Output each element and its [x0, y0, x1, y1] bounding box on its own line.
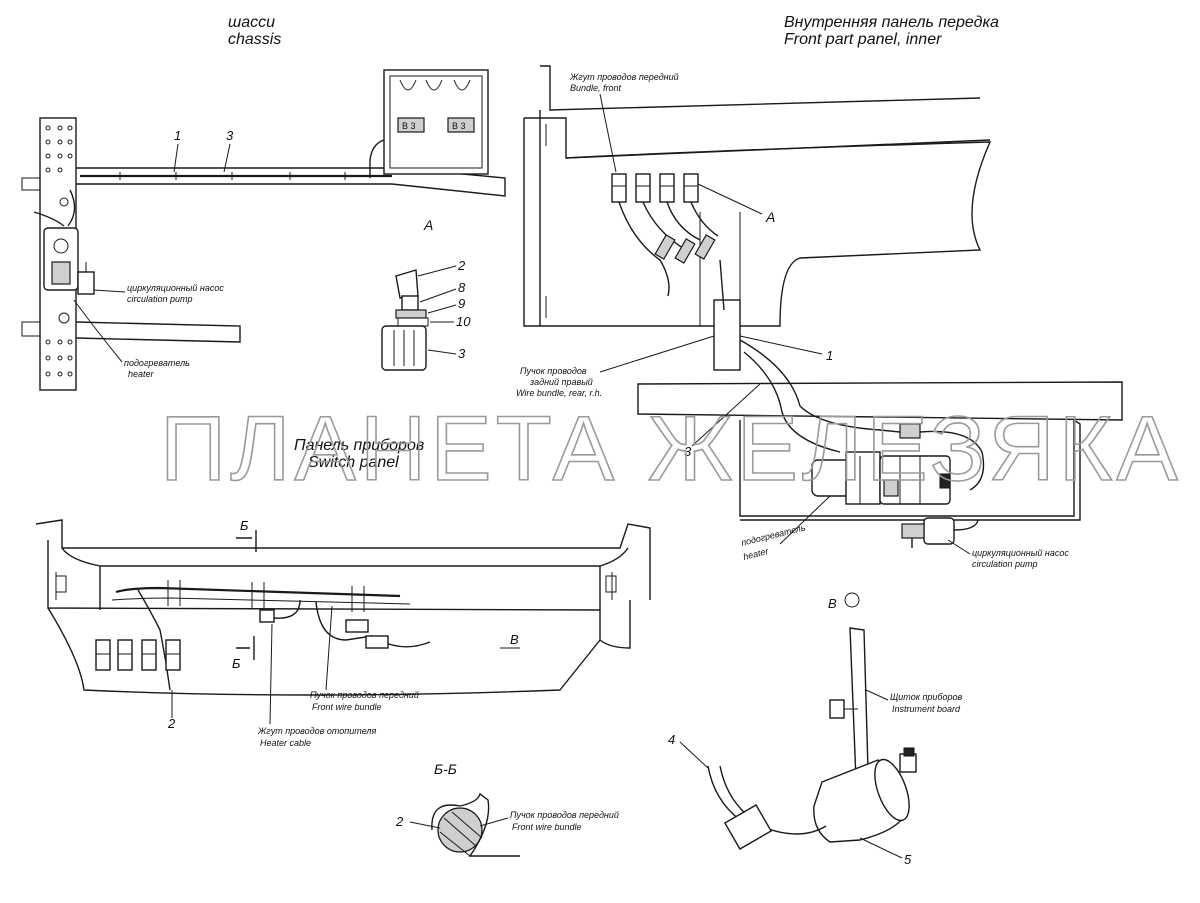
label-pump-left-ru: циркуляционный насос: [127, 283, 224, 293]
callout-9-a: 9: [458, 296, 465, 311]
callout-1-chassis: 1: [174, 128, 181, 143]
label-bundle-front-en: Bundle, front: [570, 83, 622, 93]
section-mark-b-top: Б: [240, 518, 249, 533]
chassis-title-en: chassis: [228, 31, 281, 48]
label-heater-right-en: heater: [742, 546, 770, 562]
front-panel-title-ru: Внутренняя панель передка: [784, 14, 999, 31]
view-v-title: В: [828, 596, 837, 611]
callout-10-a: 10: [456, 314, 471, 329]
label-front-wire-bundle-2-ru: Пучок проводов передний: [510, 810, 619, 820]
label-instrument-board-en: Instrument board: [892, 704, 961, 714]
label-heater-left-ru: подогреватель: [124, 358, 190, 368]
svg-text:B 3: B 3: [402, 121, 416, 131]
callout-2-switch: 2: [167, 716, 176, 731]
label-front-wire-bundle-ru: Пучок проводов передний: [310, 690, 419, 700]
callout-5: 5: [904, 852, 912, 867]
label-bundle-rear-ru2: задний правый: [529, 377, 593, 387]
callout-4: 4: [668, 732, 675, 747]
label-heater-right-ru: подогреватель: [740, 522, 807, 548]
label-front-wire-bundle-2-en: Front wire bundle: [512, 822, 582, 832]
view-a-left: A: [423, 217, 433, 233]
switch-connectors: [95, 639, 181, 671]
callout-3-chassis: 3: [226, 128, 234, 143]
view-a-right: A: [765, 209, 775, 225]
switch-panel-section: Панель приборов Switch panel Б Б: [35, 437, 651, 748]
pump-right: [901, 517, 979, 548]
label-bundle-rear-en: Wire bundle, rear, r.h.: [516, 388, 602, 398]
section-mark-b-bottom: Б: [232, 656, 241, 671]
label-bundle-front-ru: Жгут проводов передний: [569, 72, 679, 82]
heater-right: [811, 451, 951, 505]
instrument-gauge: [813, 747, 917, 843]
watermark: ПЛАНЕТА ЖЕЛЕЗЯКА: [160, 398, 1182, 500]
svg-text:B 3: B 3: [452, 121, 466, 131]
label-heater-left-en: heater: [128, 369, 155, 379]
chassis-title-ru: шасси: [228, 14, 275, 31]
label-pump-right-ru: циркуляционный насос: [972, 548, 1069, 558]
label-heater-cable-ru: Жгут проводов отопителя: [257, 726, 376, 736]
view-v-arrow: В: [510, 632, 519, 647]
front-panel-title-en: Front part panel, inner: [784, 31, 942, 48]
callout-3-a: 3: [458, 346, 466, 361]
callout-1-right: 1: [826, 348, 833, 363]
view-v-section: В 4 5 Щиток приборов Instrument board: [668, 592, 963, 867]
section-bb-title: Б-Б: [434, 761, 457, 777]
label-heater-cable-en: Heater cable: [260, 738, 311, 748]
label-bundle-rear-ru1: Пучок проводов: [520, 366, 587, 376]
section-bb: Б-Б 2 Пучок проводов передний Front wire…: [395, 761, 619, 857]
chassis-box: B 3 B 3: [383, 69, 489, 175]
callout-2-a: 2: [457, 258, 466, 273]
chassis-section: шасси chassis: [21, 14, 506, 391]
label-pump-right-en: circulation pump: [972, 559, 1038, 569]
callout-3-right: 3: [684, 444, 692, 459]
callout-2-bb: 2: [395, 814, 404, 829]
switch-panel-title-en: Switch panel: [308, 454, 399, 471]
chassis-pump: [43, 227, 95, 295]
label-front-wire-bundle-en: Front wire bundle: [312, 702, 382, 712]
detail-a: 2 8 9 10 3: [381, 258, 471, 371]
callout-8-a: 8: [458, 280, 466, 295]
label-pump-left-en: circulation pump: [127, 294, 193, 304]
front-panel-section: Внутренняя панель передка Front part pan…: [516, 14, 1123, 569]
switch-panel-title-ru: Панель приборов: [294, 437, 424, 454]
label-instrument-board-ru: Щиток приборов: [890, 692, 963, 702]
front-connectors: [611, 173, 699, 203]
